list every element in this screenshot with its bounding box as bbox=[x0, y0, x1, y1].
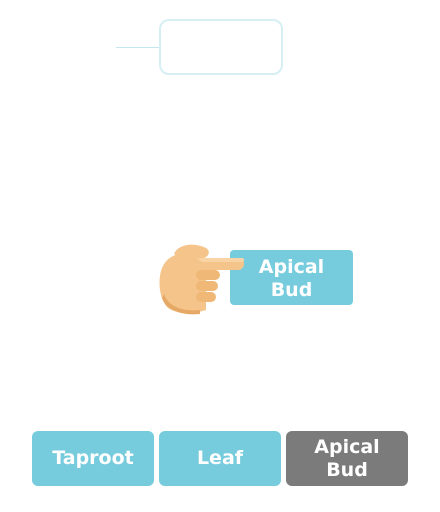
option-label: Apical Bud bbox=[314, 435, 380, 481]
leader-line bbox=[116, 47, 160, 48]
option-button-leaf[interactable]: Leaf bbox=[159, 431, 281, 486]
dragged-label-card[interactable]: Apical Bud bbox=[230, 250, 353, 305]
option-button-apical-bud[interactable]: Apical Bud bbox=[286, 431, 408, 486]
option-label: Taproot bbox=[52, 447, 134, 469]
option-label: Leaf bbox=[196, 447, 244, 469]
dragged-label-text: Apical Bud bbox=[258, 255, 325, 301]
option-button-taproot[interactable]: Taproot bbox=[32, 431, 154, 486]
drop-target-slot[interactable] bbox=[159, 19, 283, 75]
pointing-hand-icon bbox=[159, 244, 244, 315]
